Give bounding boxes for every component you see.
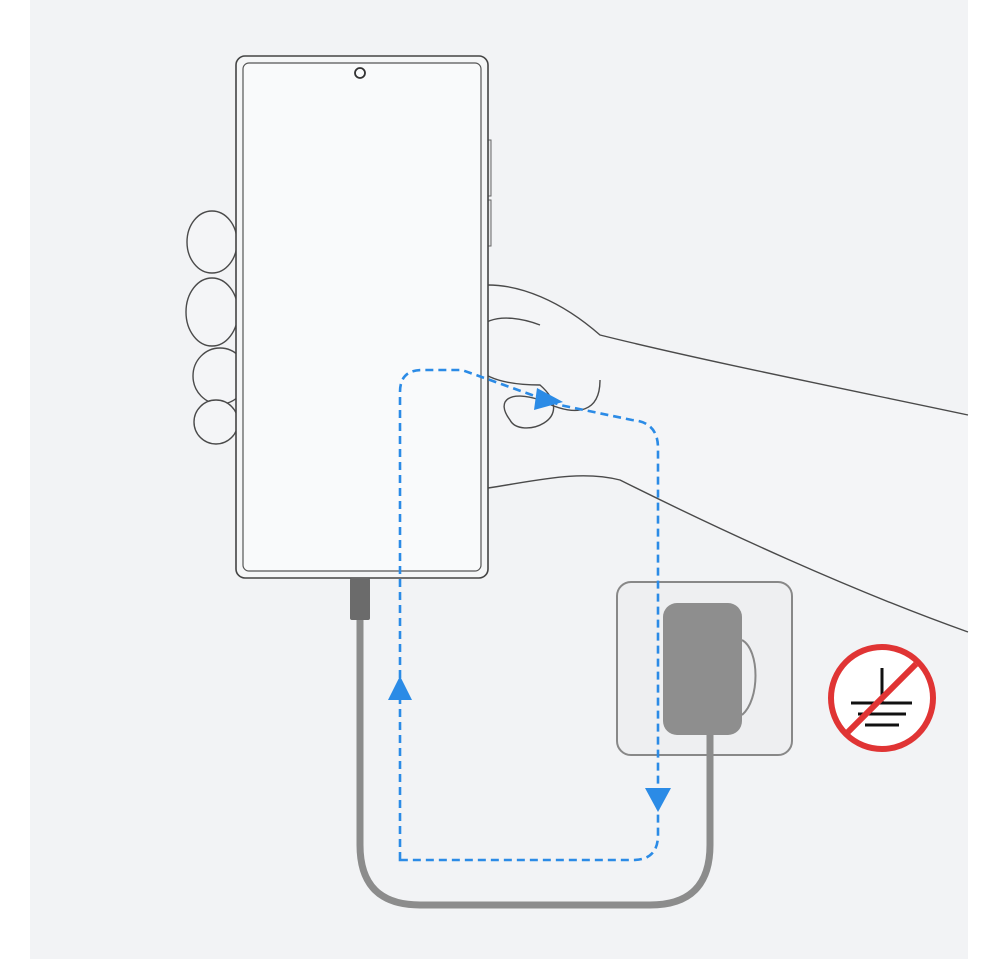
current-flow-path [388, 368, 671, 862]
arrow-right-icon [534, 388, 563, 410]
phone-icon [235, 55, 492, 579]
arrow-up-icon [388, 676, 412, 700]
arrow-down-icon [645, 788, 671, 812]
charging-cable-icon [350, 578, 742, 909]
charger-plug-icon [663, 603, 742, 735]
hand-arm-icon [185, 210, 969, 633]
camera-icon [354, 67, 366, 79]
no-ground-icon [828, 644, 936, 752]
